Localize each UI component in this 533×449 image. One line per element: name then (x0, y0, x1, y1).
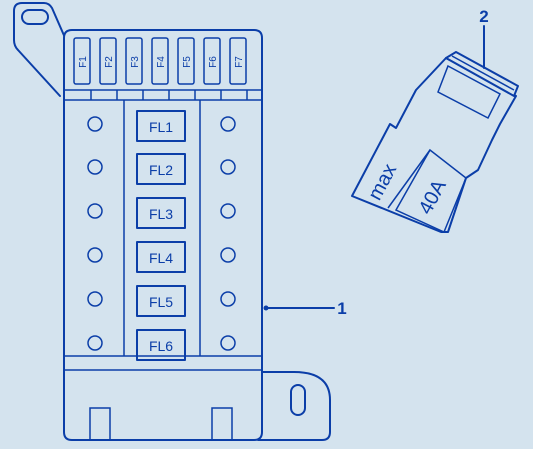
right-terminal-holes (220, 116, 236, 351)
mounting-bracket-top (13, 2, 67, 97)
fuse-body-divider (387, 149, 431, 209)
fuse-label-f7: F7 (234, 56, 245, 68)
fuse-slot-f6: F6 (203, 37, 221, 85)
fuse-cap-edge (451, 55, 515, 91)
terminal-hole (87, 247, 103, 263)
fl-label-fl3: FL3 (149, 206, 173, 222)
left-terminal-holes (87, 116, 103, 351)
terminal-hole (87, 291, 103, 307)
fusible-links: FL1 FL2 FL3 FL4 FL5 FL6 (136, 110, 186, 361)
bottom-tab-left (89, 407, 111, 441)
fuse-slot-f2: F2 (99, 37, 117, 85)
fuse-label-f6: F6 (208, 56, 219, 68)
fuse-rating-window (394, 148, 467, 234)
fuse-label-f1: F1 (78, 56, 89, 68)
fuse-cap-inner (437, 64, 501, 120)
fuse-slot-f4: F4 (151, 37, 169, 85)
fuse-label-f4: F4 (156, 56, 167, 68)
fl-label-fl6: FL6 (149, 338, 173, 354)
fuse-slot-f3: F3 (125, 37, 143, 85)
top-fuse-slots: F1 F2 F3 F4 F5 F6 (73, 37, 247, 85)
terminal-hole (220, 116, 236, 132)
fuse-slot-f7: F7 (229, 37, 247, 85)
terminal-hole (220, 247, 236, 263)
fuse-blade-body (351, 57, 517, 233)
fuse-slot-f1: F1 (73, 37, 91, 85)
fusible-link-fl6: FL6 (136, 329, 186, 361)
fuse-label-f2: F2 (104, 56, 115, 68)
terminal-hole (87, 159, 103, 175)
terminal-hole (87, 203, 103, 219)
terminal-hole (220, 159, 236, 175)
fusible-link-fl4: FL4 (136, 241, 186, 273)
mounting-bracket-bottom (257, 371, 331, 441)
callout-number-2: 2 (479, 7, 488, 26)
bottom-tab-right (211, 407, 233, 441)
terminal-hole (220, 291, 236, 307)
fusible-link-fl2: FL2 (136, 153, 186, 185)
callout-dot (263, 305, 269, 311)
bracket-slot (21, 9, 49, 25)
callout-number-1: 1 (337, 299, 346, 318)
fuse-slot-f5: F5 (177, 37, 195, 85)
fl-label-fl2: FL2 (149, 162, 173, 178)
callout-1: 1 (263, 299, 347, 318)
fusible-link-fl1: FL1 (136, 110, 186, 142)
fuse-part: max 40A 2 (351, 7, 519, 234)
terminal-hole (220, 335, 236, 351)
fl-label-fl5: FL5 (149, 294, 173, 310)
fusible-link-fl5: FL5 (136, 285, 186, 317)
fuse-box-body (63, 29, 263, 441)
terminal-hole (87, 335, 103, 351)
fl-label-fl1: FL1 (149, 119, 173, 135)
fuse-label-f3: F3 (130, 56, 141, 68)
terminal-hole (220, 203, 236, 219)
fuse-label-f5: F5 (182, 56, 193, 68)
fuse-box: F1 F2 F3 F4 F5 F6 (13, 2, 347, 441)
fl-label-fl4: FL4 (149, 250, 173, 266)
bracket-slot-oval (290, 384, 306, 416)
terminal-hole (87, 116, 103, 132)
callout-2: 2 (479, 7, 489, 69)
fusible-link-fl3: FL3 (136, 197, 186, 229)
divider-notches (90, 90, 248, 100)
